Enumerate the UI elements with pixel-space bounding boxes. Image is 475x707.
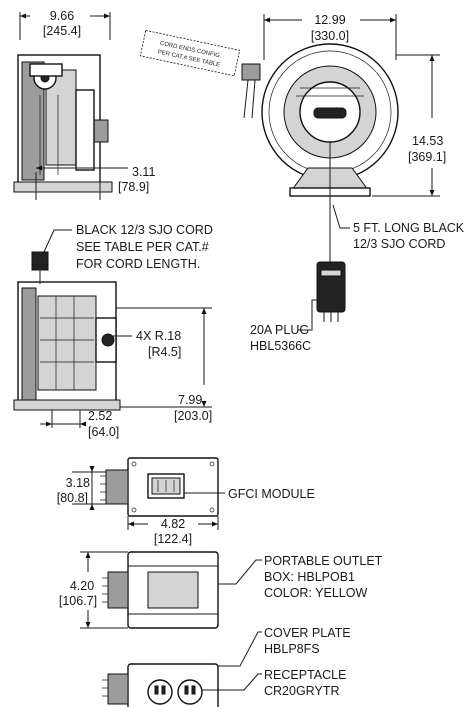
base-mm-label: [203.0]: [174, 409, 212, 423]
black-cord-callout: BLACK 12/3 SJO CORD SEE TABLE PER CAT.# …: [43, 223, 213, 271]
outlet-box-line-3: COLOR: YELLOW: [264, 586, 367, 600]
box-w-mm-label: [122.4]: [154, 532, 192, 546]
reel-front-view: [241, 43, 399, 262]
long-cord-callout: 5 FT. LONG BLACK 12/3 SJO CORD: [332, 204, 465, 251]
gfci-h-in-label: 3.18: [66, 476, 90, 490]
width-mm-label: [245.4]: [43, 24, 81, 38]
receptacle-line-1: RECEPTACLE: [264, 668, 346, 682]
radius-callout: 4X R.18 [R4.5]: [106, 329, 181, 359]
reel-back-view: [13, 251, 121, 411]
radius-mm-label: [R4.5]: [148, 345, 181, 359]
outer-in-label: 12.99: [314, 13, 345, 27]
long-cord-line-2: 12/3 SJO CORD: [353, 237, 445, 251]
cover-plate-line-2: HBLP8FS: [264, 642, 320, 656]
box-h-mm-label: [106.7]: [59, 594, 97, 608]
gfci-label: GFCI MODULE: [228, 487, 315, 501]
outlet-box-callout: PORTABLE OUTLET BOX: HBLPOB1 COLOR: YELL…: [218, 554, 383, 600]
offset-in-label: 3.11: [132, 165, 155, 179]
gfci-height-dimension: 3.18 [80.8]: [57, 466, 106, 510]
plug-line-1: 20A PLUG: [250, 323, 309, 337]
foot-mm-label: [64.0]: [88, 425, 119, 439]
box-height-dimension: 4.20 [106.7]: [59, 551, 128, 629]
box-w-in-label: 4.82: [161, 517, 185, 531]
width-dimension: 9.66 [245.4]: [19, 9, 111, 40]
gfci-callout: GFCI MODULE: [184, 487, 315, 501]
receptacle-view: [102, 663, 219, 707]
cord-ends-note: CORD ENDS CONFIG. PER CAT.# SEE TABLE: [139, 29, 241, 77]
outlet-box-view: [102, 551, 219, 629]
plug-callout: 20A PLUG HBL5366C: [250, 299, 318, 353]
plug-drawing: [316, 261, 346, 322]
height-dimension: 14.53 [369.1]: [372, 54, 446, 197]
height-in-label: 14.53: [412, 134, 443, 148]
width-in-label: 9.66: [50, 9, 74, 23]
offset-mm-label: [78.9]: [118, 180, 149, 194]
receptacle-line-2: CR20GRYTR: [264, 684, 339, 698]
reel-side-view: [13, 54, 113, 193]
long-cord-line-1: 5 FT. LONG BLACK: [353, 221, 465, 235]
outlet-box-line-1: PORTABLE OUTLET: [264, 554, 383, 568]
black-cord-line-2: SEE TABLE PER CAT.#: [76, 240, 209, 254]
receptacle-callout: RECEPTACLE CR20GRYTR: [202, 668, 346, 698]
height-mm-label: [369.1]: [408, 150, 446, 164]
base-dimension: 7.99 [203.0]: [116, 307, 212, 423]
outlet-box-line-2: BOX: HBLPOB1: [264, 570, 355, 584]
plug-line-2: HBL5366C: [250, 339, 311, 353]
black-cord-line-1: BLACK 12/3 SJO CORD: [76, 223, 213, 237]
offset-dimension: 3.11 [78.9]: [35, 165, 155, 200]
base-in-label: 7.99: [178, 393, 202, 407]
box-width-dimension: 4.82 [122.4]: [127, 516, 219, 546]
outer-dimension: 12.99 [330.0]: [263, 13, 397, 60]
foot-in-label: 2.52: [88, 409, 112, 423]
gfci-box-view: [100, 457, 219, 517]
radius-in-label: 4X R.18: [136, 329, 181, 343]
outer-mm-label: [330.0]: [311, 29, 349, 43]
foot-dimension: 2.52 [64.0]: [40, 409, 119, 439]
cover-plate-line-1: COVER PLATE: [264, 626, 351, 640]
black-cord-line-3: FOR CORD LENGTH.: [76, 257, 200, 271]
box-h-in-label: 4.20: [70, 579, 94, 593]
gfci-h-mm-label: [80.8]: [57, 491, 88, 505]
cover-plate-callout: COVER PLATE HBLP8FS: [218, 626, 351, 667]
